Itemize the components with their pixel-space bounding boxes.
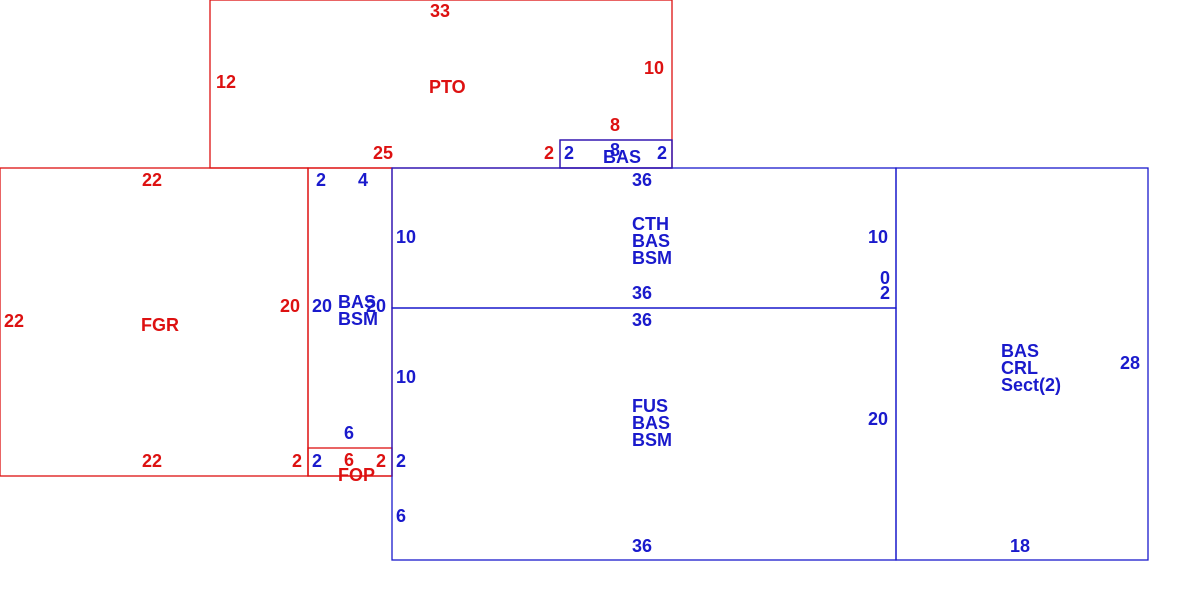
pto-bas-dim-top: 8 xyxy=(610,115,620,135)
cth-dim-left: 10 xyxy=(396,227,416,247)
strip-dim-top-right: 4 xyxy=(358,170,368,190)
fgr-dim-bottom-right: 2 xyxy=(292,451,302,471)
fgr-dim-bottom: 22 xyxy=(142,451,162,471)
pto-dim-left: 12 xyxy=(216,72,236,92)
fgr-name: FGR xyxy=(141,315,179,335)
pto-dim-right: 10 xyxy=(644,58,664,78)
fus-dim-left-step: 2 xyxy=(396,451,406,471)
strip-dim-right: 20 xyxy=(366,296,386,316)
fus-line-3: BSM xyxy=(632,430,672,450)
crl-line-1: BAS xyxy=(1001,341,1039,361)
fop-name: FOP xyxy=(338,465,375,485)
pto-bas-dim-left: 2 xyxy=(544,143,554,163)
crl-dim-bottom: 18 xyxy=(1010,536,1030,556)
cth-dim-right-small-2: 2 xyxy=(880,283,890,303)
strip-line-1: BAS xyxy=(338,292,376,312)
pto-bas-dim-mid: 8 xyxy=(610,140,620,160)
pto-bas-dim-right: 2 xyxy=(657,143,667,163)
fop-dim-bottom: 6 xyxy=(344,450,354,470)
pto-bas-name: BAS xyxy=(603,147,641,167)
fus-dim-bottom: 36 xyxy=(632,536,652,556)
cth-dim-top: 36 xyxy=(632,170,652,190)
cth-line-3: BSM xyxy=(632,248,672,268)
strip-dim-bottom-left: 2 xyxy=(312,451,322,471)
cth-line-2: BAS xyxy=(632,231,670,251)
strip-dim-top-left: 2 xyxy=(316,170,326,190)
fus-dim-top: 36 xyxy=(632,310,652,330)
fus-dim-left-upper: 10 xyxy=(396,367,416,387)
fus-line-2: BAS xyxy=(632,413,670,433)
fgr-dim-left: 22 xyxy=(4,311,24,331)
crl-dim-right: 28 xyxy=(1120,353,1140,373)
crl-line-2: CRL xyxy=(1001,358,1038,378)
fop-dim-top: 6 xyxy=(344,423,354,443)
crl-outline xyxy=(895,167,1149,561)
fus-dim-right: 20 xyxy=(868,409,888,429)
crl-line-3: Sect(2) xyxy=(1001,375,1061,395)
fus-dim-left-lower: 6 xyxy=(396,506,406,526)
pto-dim-top: 33 xyxy=(430,1,450,21)
fgr-dim-right: 20 xyxy=(280,296,300,316)
cth-dim-right-small-0: 0 xyxy=(880,268,890,288)
strip-line-2: BSM xyxy=(338,309,378,329)
cth-line-1: CTH xyxy=(632,214,669,234)
fgr-dim-top: 22 xyxy=(142,170,162,190)
pto-name: PTO xyxy=(429,77,466,97)
pto-bas-dim-left-inner: 2 xyxy=(564,143,574,163)
strip-dim-bottom-right: 2 xyxy=(376,451,386,471)
pto-dim-bottom: 25 xyxy=(373,143,393,163)
strip-dim-left: 20 xyxy=(312,296,332,316)
cth-dim-right: 10 xyxy=(868,227,888,247)
cth-dim-bottom: 36 xyxy=(632,283,652,303)
fus-line-1: FUS xyxy=(632,396,668,416)
